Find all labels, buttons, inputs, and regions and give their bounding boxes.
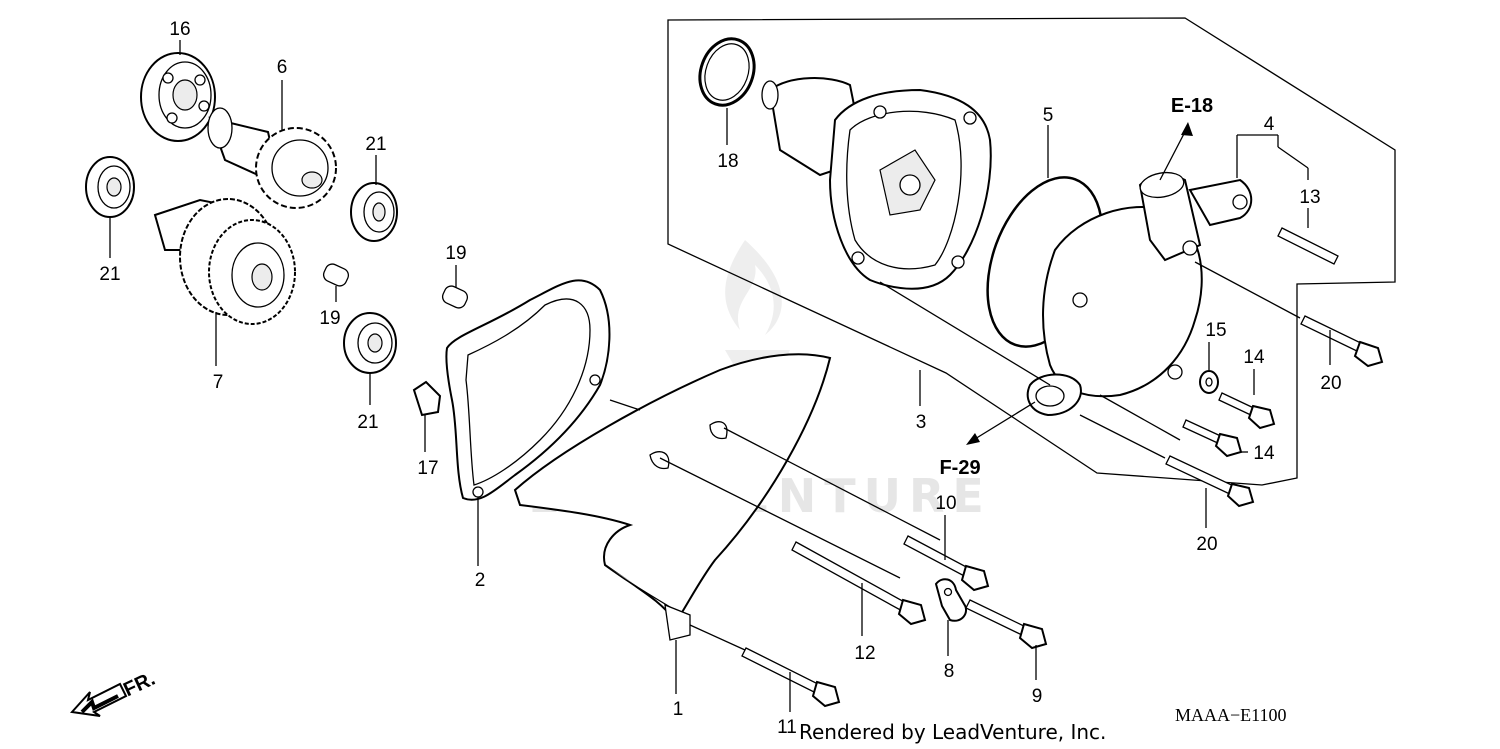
callout-7: 7 [213, 372, 224, 393]
dowel-pin-19-right [441, 285, 469, 309]
reference-e18: E-18 [1171, 95, 1213, 117]
bearing-16 [140, 52, 216, 142]
arrow-f29 [966, 401, 1036, 445]
dowel-pin-19-left [322, 263, 350, 287]
callout-labels: 16 6 21 21 19 19 7 21 17 2 1 11 12 8 9 1… [99, 19, 1341, 738]
callout-15: 15 [1205, 320, 1226, 341]
callout-16: 16 [169, 19, 190, 40]
bolt-10 [903, 535, 990, 592]
callout-20-lower: 20 [1196, 534, 1217, 555]
callout-11: 11 [777, 717, 797, 738]
assembly-boundary [667, 17, 1396, 486]
bearing-21-lower [343, 312, 397, 374]
bolt-13 [1277, 227, 1339, 265]
callout-6: 6 [277, 57, 288, 78]
gear-shaft-6 [207, 107, 337, 209]
callout-21-upper: 21 [365, 134, 386, 155]
diagram-code: MAAA−E1100 [1175, 705, 1286, 725]
bolt-20-lower [1165, 455, 1255, 508]
callout-17: 17 [417, 458, 438, 479]
credit-text: Rendered by LeadVenture, Inc. [799, 720, 1106, 744]
o-ring-18 [698, 37, 756, 107]
clip-8 [934, 578, 968, 622]
pump-cover-4 [1026, 171, 1253, 417]
callout-3: 3 [916, 412, 927, 433]
cap-nut-17 [412, 380, 442, 417]
cover-1 [513, 353, 832, 641]
starter-clutch-7 [153, 198, 296, 325]
callout-8: 8 [944, 661, 955, 682]
leader-lines [109, 40, 1331, 712]
washer-15 [1199, 370, 1219, 394]
callout-14-lower: 14 [1253, 443, 1275, 464]
callout-13: 13 [1299, 187, 1320, 208]
bolt-14-upper [1218, 392, 1276, 430]
callout-4: 4 [1264, 114, 1275, 135]
callout-12: 12 [854, 643, 875, 664]
callout-18: 18 [717, 151, 738, 172]
reference-f29: F-29 [939, 457, 980, 479]
bearing-21-upper [350, 182, 398, 242]
callout-10: 10 [935, 493, 956, 514]
callout-1: 1 [673, 699, 684, 720]
gasket-2 [445, 279, 611, 501]
bolt-9 [965, 599, 1048, 650]
callout-21-left: 21 [99, 264, 120, 285]
bearing-21-left [85, 156, 135, 218]
bolt-12 [791, 541, 927, 626]
bolt-11 [741, 647, 841, 708]
callout-19-right: 19 [445, 243, 466, 264]
callout-19-left: 19 [319, 308, 340, 329]
front-direction-indicator: FR. [70, 668, 159, 717]
callout-5: 5 [1043, 105, 1054, 126]
bolt-14-lower [1182, 419, 1243, 458]
bolt-20-upper [1300, 315, 1384, 368]
callout-14-upper: 14 [1243, 347, 1265, 368]
callout-2: 2 [475, 570, 486, 591]
callout-21-lower: 21 [357, 412, 378, 433]
callout-9: 9 [1032, 686, 1043, 707]
alignment-lines [609, 261, 1301, 651]
callout-20-upper: 20 [1320, 373, 1341, 394]
pump-body-3 [761, 77, 992, 290]
arrow-e18 [1159, 122, 1193, 181]
